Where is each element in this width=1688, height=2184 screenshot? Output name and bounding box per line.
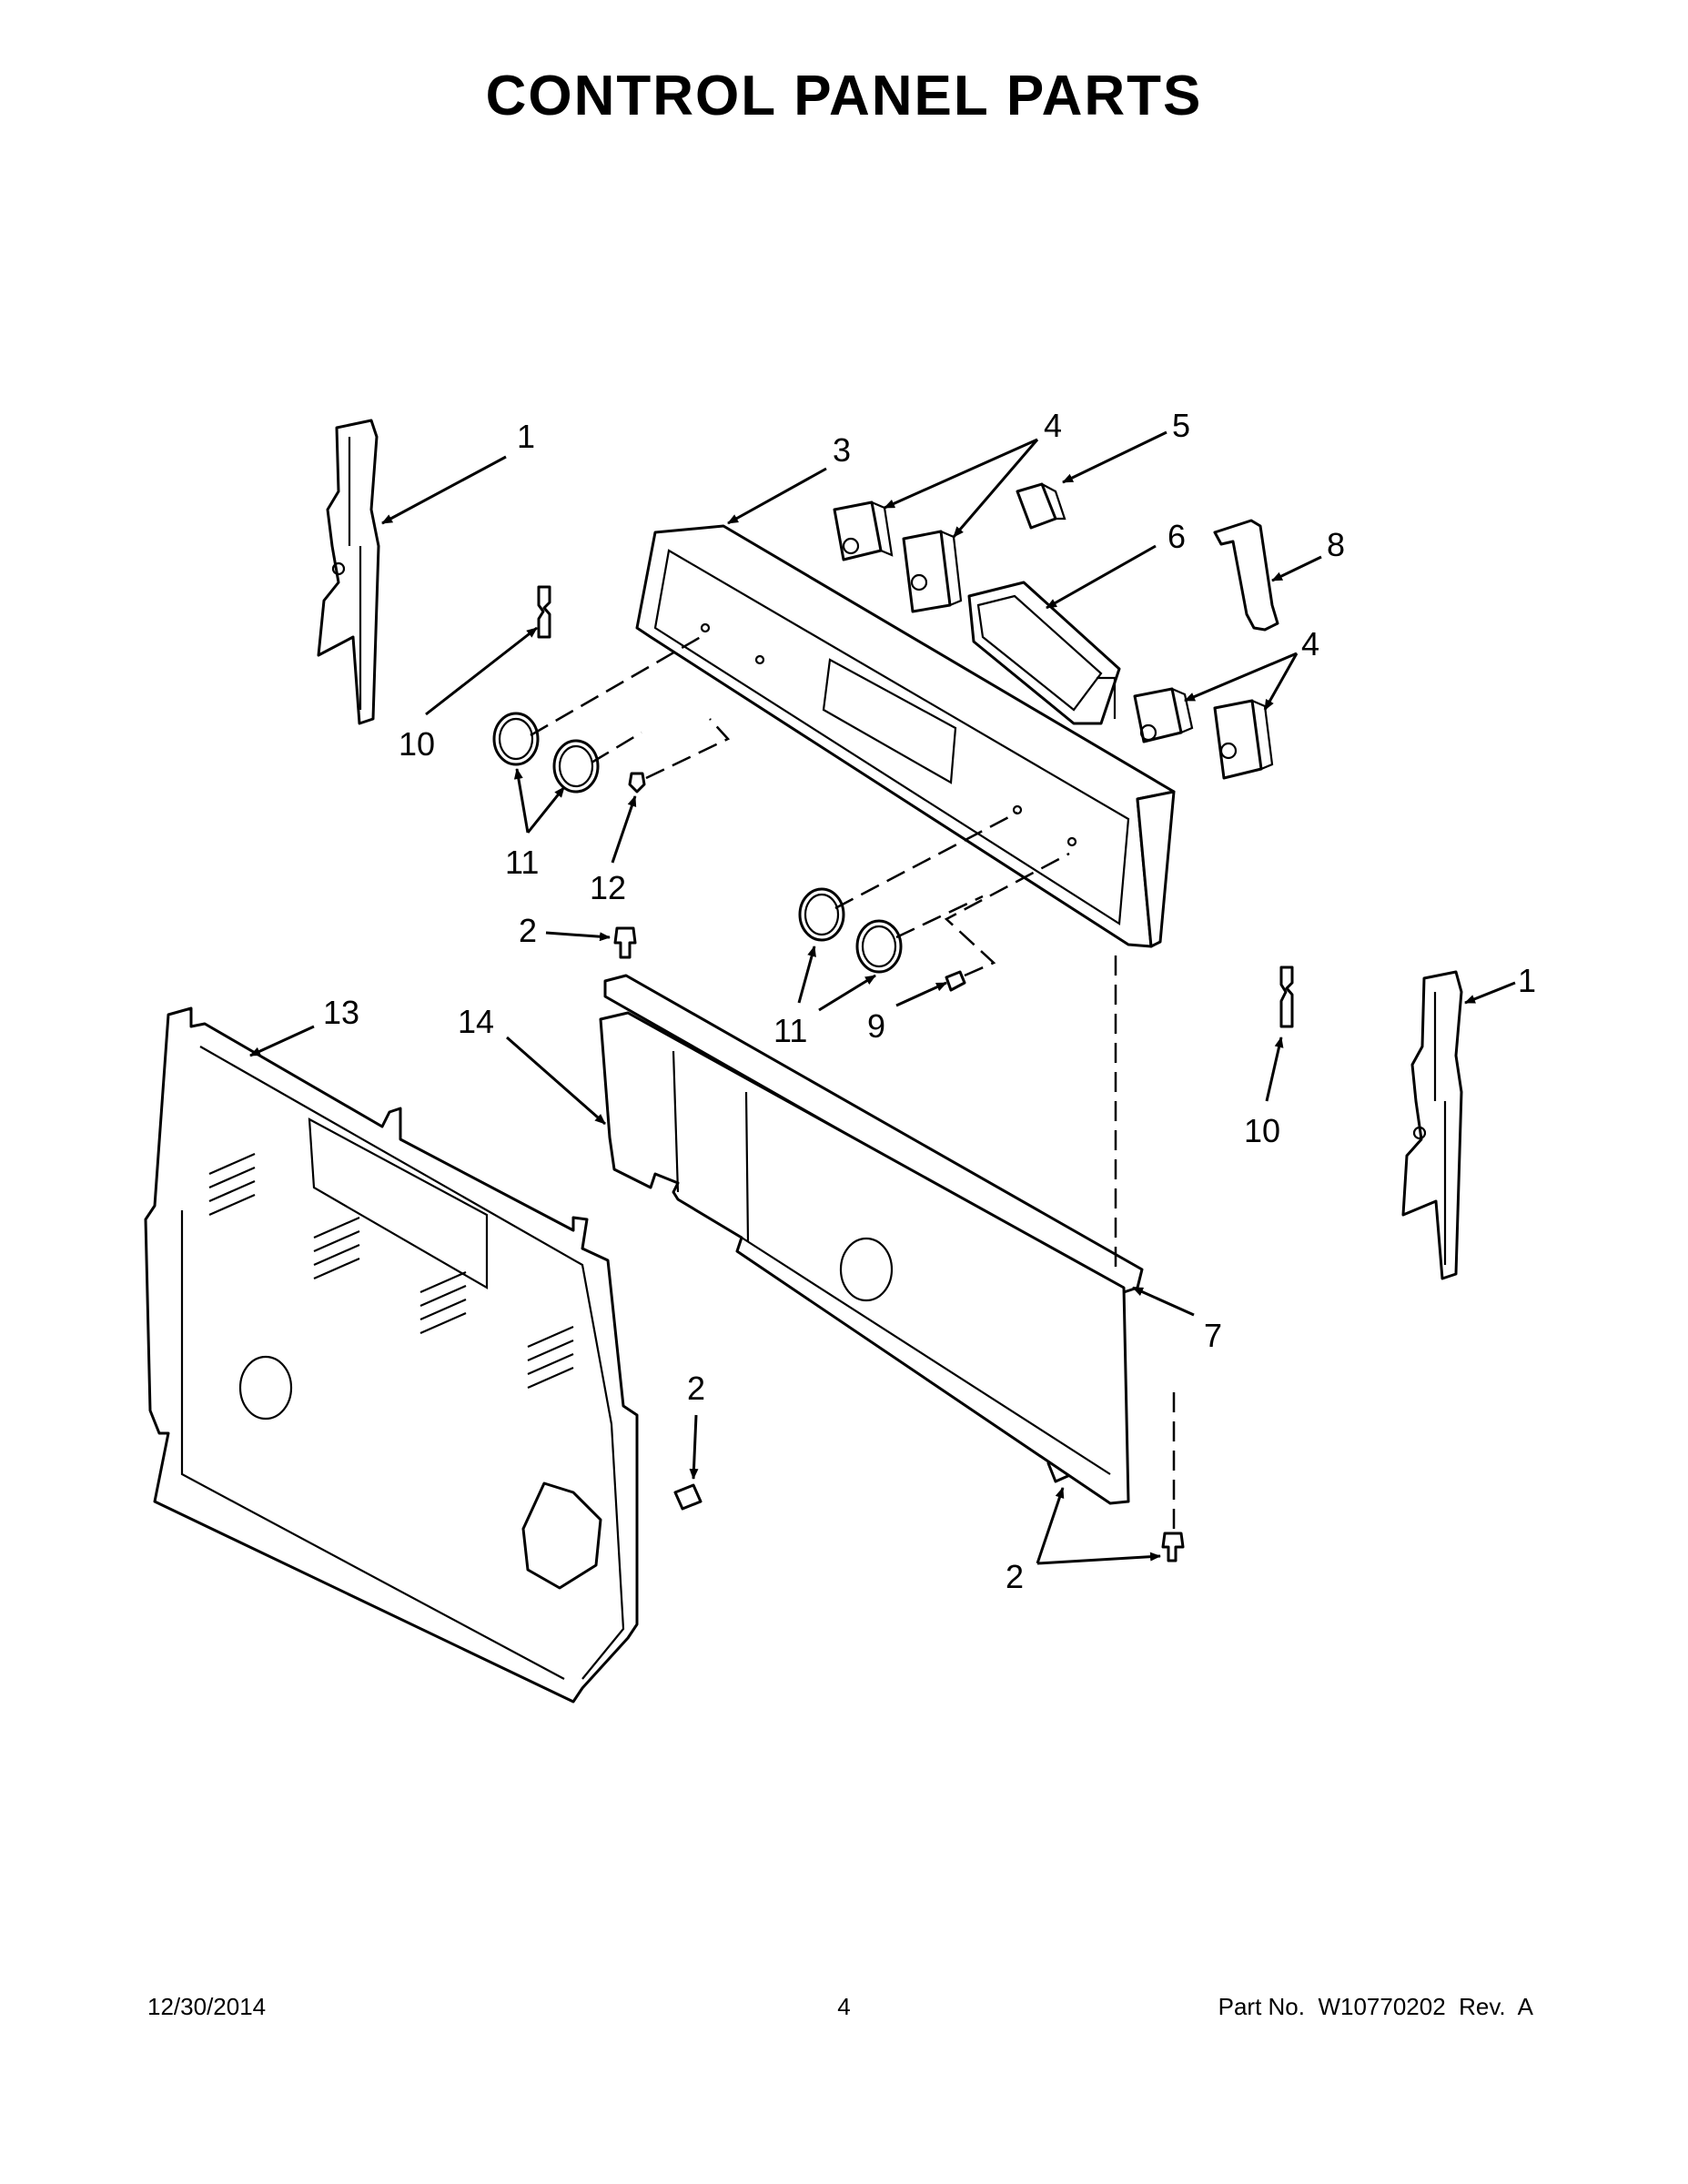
leader-8 (1271, 555, 1322, 582)
leader-9 (895, 981, 947, 1007)
leader-1-left (381, 455, 507, 525)
knob-2 (552, 739, 600, 794)
switch (1016, 482, 1066, 530)
callout-9: 9 (867, 1007, 885, 1045)
clip-right (1279, 966, 1294, 1028)
alignment-line-knob-3 (834, 811, 1018, 910)
leader-4-right-b (1263, 652, 1299, 711)
callout-12: 12 (590, 869, 626, 906)
alignment-line-screw-9 (944, 852, 1070, 977)
callout-11-right: 11 (773, 1012, 807, 1049)
callout-2-right: 2 (1006, 1558, 1024, 1595)
callout-14: 14 (458, 1003, 494, 1040)
leader-2-right-b (1036, 1552, 1161, 1565)
footer-part-number: Part No. W10770202 Rev. A (1218, 1993, 1533, 2020)
leader-4-right-a (1184, 652, 1298, 703)
callout-11-left: 11 (505, 844, 539, 881)
leader-10-right (1265, 1036, 1284, 1102)
side-bracket-right (1401, 970, 1463, 1280)
footer-page-number: 4 (837, 1993, 851, 2020)
infinite-switch-1 (833, 500, 894, 561)
alignment-line-knob-4 (895, 895, 984, 939)
callout-6: 6 (1167, 518, 1186, 555)
wire-bracket (1213, 519, 1279, 632)
callout-3: 3 (833, 431, 851, 469)
leader-4-top-b (952, 439, 1039, 538)
screw-2-right-2 (1161, 1532, 1185, 1562)
screw-2-top (613, 926, 637, 959)
leader-12 (611, 795, 637, 864)
side-bracket-left (317, 419, 380, 725)
callout-2-top: 2 (519, 912, 537, 949)
leader-13 (249, 1025, 315, 1057)
callout-5: 5 (1172, 407, 1190, 444)
leader-11-left-b (526, 786, 566, 834)
callout-10-left: 10 (399, 725, 435, 763)
alignment-line-screw-12 (645, 718, 731, 780)
leader-5 (1062, 430, 1167, 484)
leader-11-right-a (797, 945, 816, 1004)
knob-3 (798, 887, 845, 942)
leader-3 (727, 467, 827, 525)
callout-7: 7 (1204, 1317, 1222, 1354)
infinite-switch-2 (902, 530, 963, 613)
screw-9 (945, 970, 966, 992)
leader-4-top-a (884, 438, 1038, 510)
leader-10-left (425, 626, 538, 716)
callout-4-top: 4 (1044, 407, 1062, 444)
leader-2-left (689, 1414, 699, 1480)
knob-1 (492, 712, 540, 766)
clip-left (537, 585, 551, 639)
callout-10-right: 10 (1244, 1112, 1280, 1149)
screw-12 (628, 772, 646, 794)
page-title: CONTROL PANEL PARTS (485, 65, 1203, 127)
callout-1-right: 1 (1518, 962, 1536, 999)
callout-1-left: 1 (517, 418, 535, 455)
footer-date: 12/30/2014 (147, 1993, 267, 2020)
leader-6 (1046, 544, 1157, 610)
control-mounting-bracket (599, 974, 1144, 1505)
leader-2-top (545, 931, 611, 942)
infinite-switch-4 (1213, 699, 1274, 780)
leader-1-right (1464, 981, 1516, 1005)
leader-2-right-a (1036, 1487, 1065, 1564)
callout-4-right: 4 (1301, 625, 1319, 662)
callout-8: 8 (1327, 526, 1345, 563)
knob-4 (855, 919, 903, 974)
leader-11-right-b (818, 974, 876, 1012)
infinite-switch-3 (1133, 687, 1194, 743)
screw-2-left (673, 1483, 702, 1511)
leader-14 (506, 1036, 606, 1126)
callout-13: 13 (323, 994, 359, 1031)
electronic-control (967, 581, 1121, 725)
rear-panel (144, 1006, 639, 1704)
alignment-line-knob-1 (530, 635, 702, 737)
leader-7 (1132, 1286, 1195, 1317)
leader-11-left-a (513, 768, 530, 834)
control-panel-console (635, 524, 1176, 948)
callout-2-left: 2 (687, 1370, 705, 1407)
alignment-line-knob-2 (591, 731, 642, 764)
